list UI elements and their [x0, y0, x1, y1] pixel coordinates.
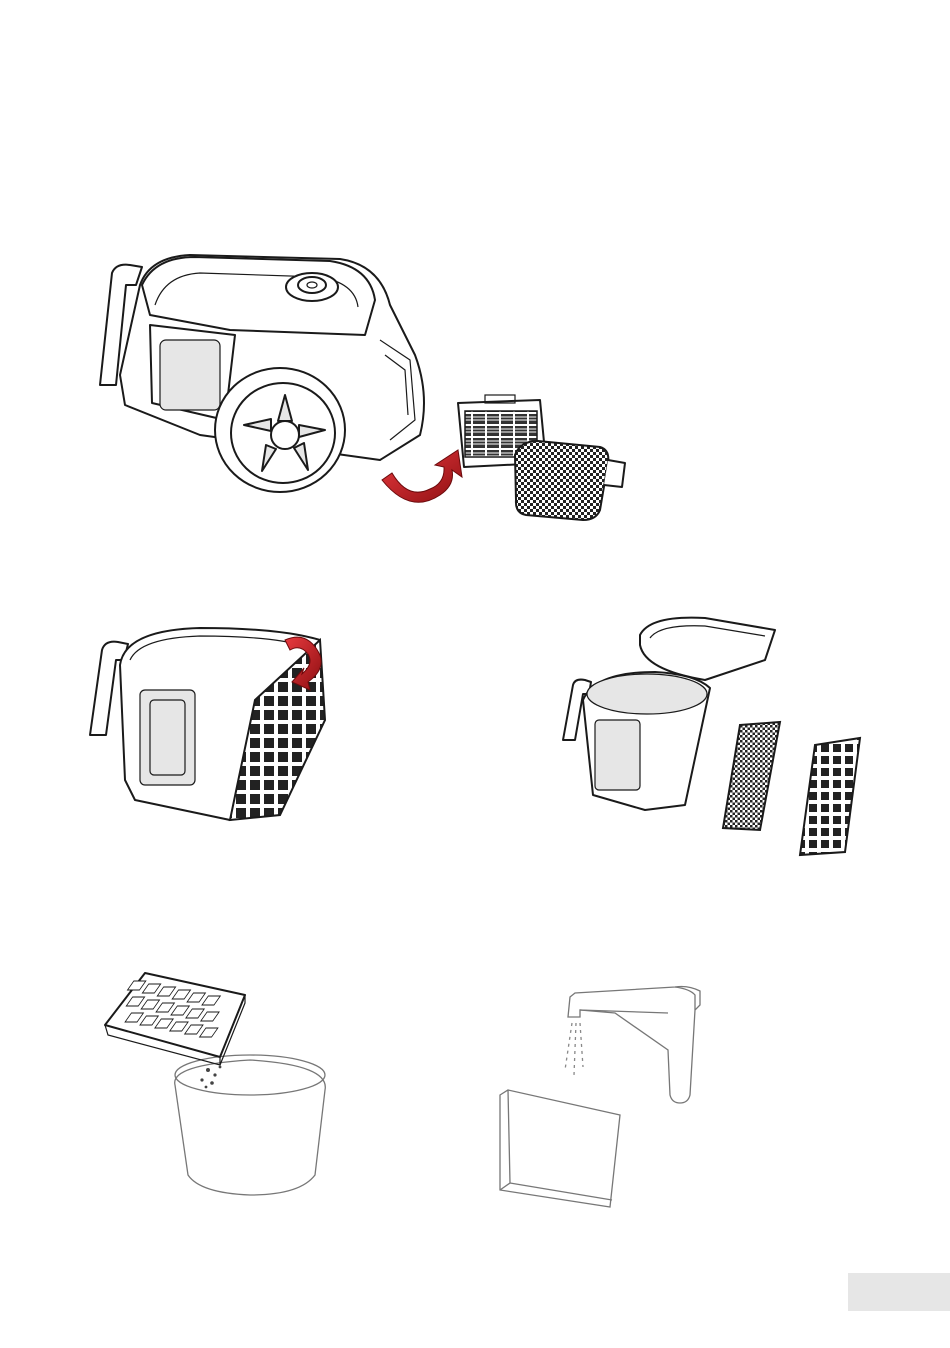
water-tap-icon	[568, 987, 700, 1104]
filter-grid-icon	[105, 973, 245, 1065]
rotate-arrow-icon	[382, 450, 462, 502]
mesh-filter-icon	[515, 441, 625, 520]
filter-pad-icon	[723, 722, 780, 830]
filter-pad-icon	[500, 1090, 620, 1207]
page-number-tab	[848, 1273, 950, 1311]
water-stream	[565, 1023, 583, 1075]
dust-container-disassembled-figure	[555, 610, 875, 860]
rinse-filter-under-tap-figure	[490, 975, 730, 1215]
empty-filter-into-bin-figure	[100, 965, 340, 1205]
container-cup	[563, 672, 710, 810]
vacuum-wheel	[215, 368, 345, 492]
container-lid	[640, 618, 775, 680]
waste-bin	[175, 1055, 326, 1195]
filter-frame-icon	[800, 738, 860, 855]
vacuum-filter-removal-figure	[80, 245, 640, 525]
dust-container-open-figure	[80, 610, 340, 830]
